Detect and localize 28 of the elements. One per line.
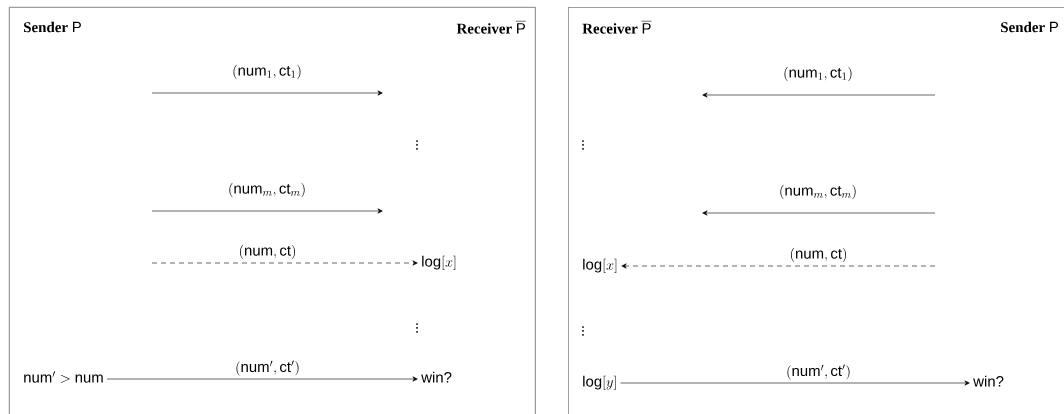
message-arrow — [151, 260, 418, 266]
state-label: $\textsf{num}'>\textsf{num}$ — [24, 371, 103, 383]
ellipsis: $\vdots$ — [416, 323, 418, 333]
state-label: $\textsf{log}[y]$ — [583, 375, 616, 391]
message-arrow — [106, 376, 418, 382]
ellipsis: $\vdots$ — [582, 326, 584, 336]
panel-heading: $\textbf{Sender}\ \textsf{P}$ — [24, 21, 81, 33]
edge-label: $(\textsf{num}',\textsf{ct}')$ — [236, 360, 299, 376]
panel-heading: $\textbf{Sender}\ \textsf{P}$ — [1001, 21, 1058, 33]
message-label: $(\textsf{num}_m,\textsf{ct}_m)$ — [780, 184, 856, 200]
ellipsis: $\vdots$ — [582, 140, 584, 150]
ellipsis: $\vdots$ — [416, 140, 418, 150]
state-label: $\textsf{win?}$ — [421, 371, 452, 383]
state-label: $\textsf{win?}$ — [973, 375, 1004, 387]
message-label: $(\textsf{num}_1,\textsf{ct}_1)$ — [233, 64, 301, 80]
edge-label: $(\textsf{num}',\textsf{ct}')$ — [787, 364, 850, 380]
message-label: $(\textsf{num}_m,\textsf{ct}_m)$ — [229, 182, 305, 198]
edge-label: $(\textsf{num},\textsf{ct})$ — [239, 244, 296, 260]
panel — [9, 7, 536, 414]
state-label: $\textsf{log}[x]$ — [583, 258, 617, 274]
message-arrow — [620, 380, 970, 386]
message-label: $(\textsf{num}_1,\textsf{ct}_1)$ — [784, 66, 852, 82]
edge-label: $(\textsf{num},\textsf{ct})$ — [790, 247, 847, 263]
panel-heading: $\textbf{Receiver}\ \overline{\textsf{P}}$ — [582, 21, 652, 34]
panel — [568, 7, 1064, 414]
state-label: $\textsf{log}[x]$ — [422, 255, 456, 271]
panel-heading: $\textbf{Receiver}\ \overline{\textsf{P}}$ — [456, 21, 526, 34]
message-arrow — [621, 263, 936, 269]
